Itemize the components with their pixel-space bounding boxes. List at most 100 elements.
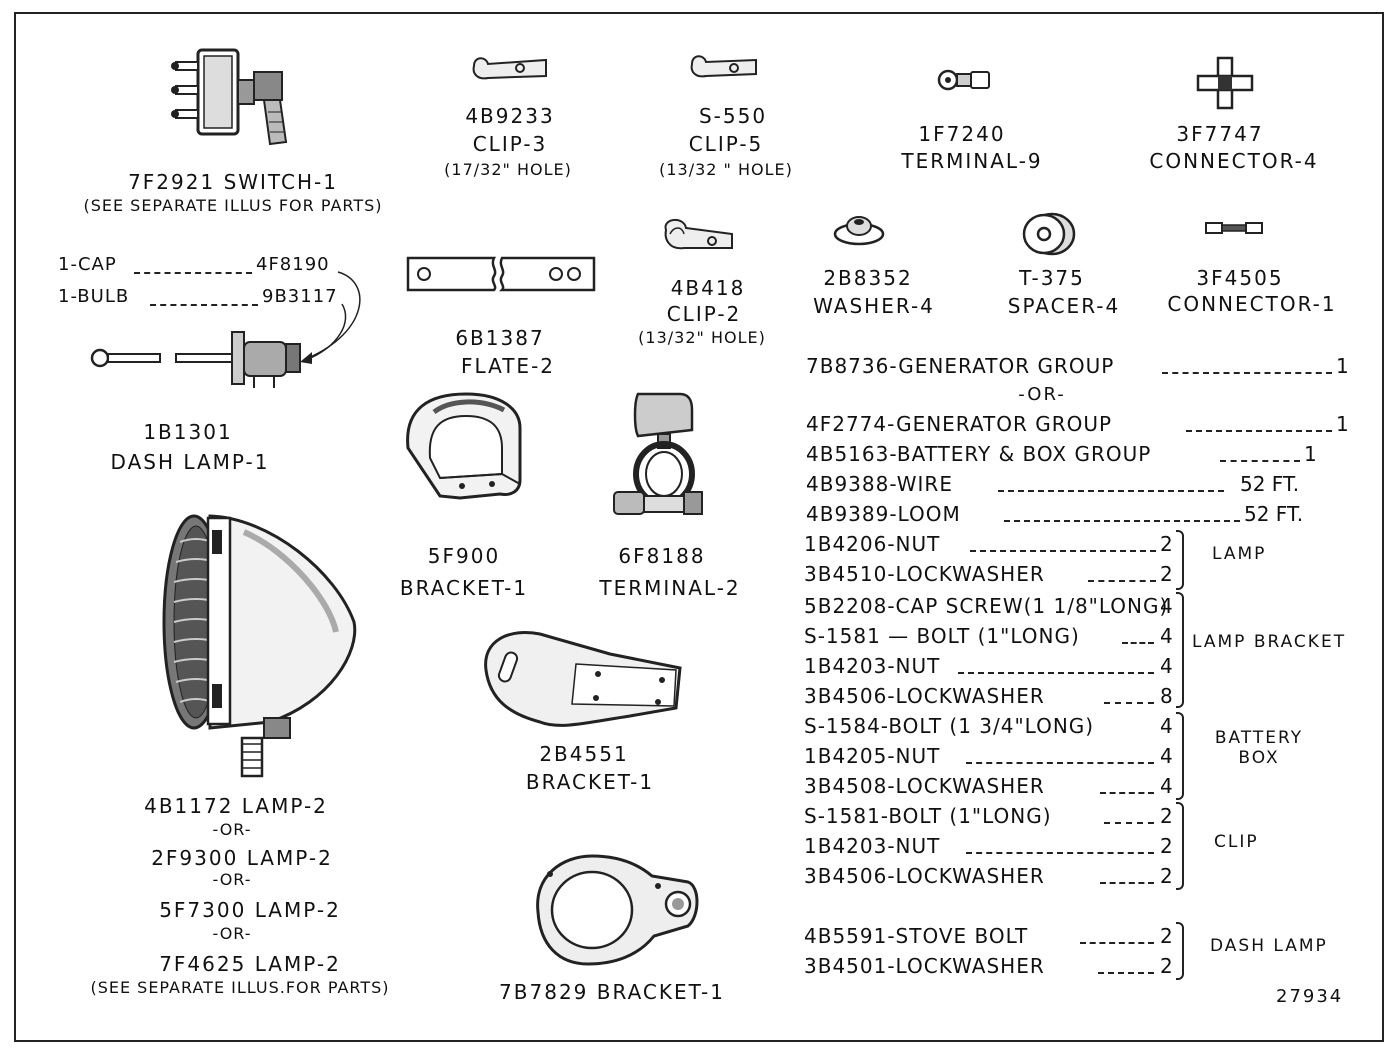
hardware-row: 1B4205-NUT: [804, 744, 941, 768]
leader-line: [958, 672, 1154, 674]
clip-icon: [470, 52, 550, 84]
cross-connector-icon: [1196, 56, 1256, 112]
washer-number: 2B8352: [823, 266, 913, 290]
bracket-icon: [400, 388, 530, 510]
cap-label: 1-CAP: [58, 254, 117, 275]
hardware-row: S-1581 — BOLT (1"LONG): [804, 624, 1080, 648]
battery-group: 4B5163-BATTERY & BOX GROUP: [806, 442, 1152, 466]
generator-group-1-qty: 1: [1336, 354, 1349, 378]
hardware-row: 1B4203-NUT: [804, 834, 941, 858]
dash-lamp-icon: [88, 262, 378, 392]
hardware-row-qty: 2: [1160, 562, 1173, 586]
reference-number: 27934: [1276, 986, 1344, 1007]
leader-line: [1104, 702, 1154, 704]
hardware-row-qty: 2: [1160, 532, 1173, 556]
clip2-number: 4B418: [670, 276, 746, 300]
leader-line: [1088, 580, 1156, 582]
leader-line: [1100, 882, 1154, 884]
or-separator: -OR-: [1018, 384, 1066, 405]
hardware-row-qty: 4: [1160, 624, 1173, 648]
plate-name: FLATE-2: [460, 354, 556, 378]
connector4-name: CONNECTOR-4: [1149, 149, 1319, 173]
hardware-row: 3B4501-LOCKWASHER: [804, 954, 1045, 978]
washer-icon: [832, 212, 886, 246]
headlamp-icon: [160, 512, 360, 782]
hardware-row-qty: 2: [1160, 954, 1173, 978]
battery-terminal-icon: [606, 388, 706, 524]
lamp-or: -OR-: [212, 924, 252, 943]
hardware-row-qty: 4: [1160, 594, 1173, 618]
loom: 4B9389-LOOM: [806, 502, 961, 526]
clip3-name: CLIP-3: [472, 132, 548, 156]
bracket2b4551-number: 2B4551: [539, 742, 629, 766]
leader-line: [1104, 822, 1154, 824]
generator-group-2: 4F2774-GENERATOR GROUP: [806, 412, 1113, 436]
hardware-row-qty: 4: [1160, 654, 1173, 678]
hardware-row: 1B4203-NUT: [804, 654, 941, 678]
hardware-row: S-1584-BOLT (1 3/4"LONG): [804, 714, 1095, 738]
terminal9-name: TERMINAL-9: [901, 149, 1043, 173]
hardware-row-qty: 4: [1160, 774, 1173, 798]
group-label: CLIP: [1214, 832, 1259, 852]
lamp-or: -OR-: [212, 870, 252, 889]
group-brace: [1176, 802, 1184, 890]
toggle-switch-icon: [171, 42, 300, 152]
group-label: BATTERY BOX: [1214, 728, 1304, 769]
bracket2b4551-name: BRACKET-1: [525, 770, 655, 794]
group-brace: [1176, 530, 1184, 590]
hardware-row-qty: 2: [1160, 864, 1173, 888]
clip3-hole: (17/32" HOLE): [444, 160, 572, 179]
hardware-row-qty: 2: [1160, 834, 1173, 858]
ring-bracket-icon: [528, 852, 704, 968]
leader-line: [134, 272, 252, 274]
leader-line: [150, 304, 258, 306]
wire: 4B9388-WIRE: [806, 472, 953, 496]
leader-line: [998, 490, 1224, 492]
leader-line: [966, 852, 1154, 854]
inline-connector-icon: [1204, 220, 1264, 236]
leader-line: [1122, 642, 1154, 644]
terminal-icon: [936, 68, 992, 92]
clip5-number: S-550: [698, 104, 768, 128]
leader-line: [1186, 430, 1332, 432]
group-label: DASH LAMP: [1210, 936, 1328, 956]
group-brace: [1176, 592, 1184, 708]
hardware-row: 3B4508-LOCKWASHER: [804, 774, 1045, 798]
hardware-row-qty: 8: [1160, 684, 1173, 708]
dashlamp-number: 1B1301: [143, 420, 233, 444]
group-label: LAMP BRACKET: [1192, 632, 1347, 652]
lamp-line: 7F4625 LAMP-2: [159, 952, 341, 976]
lamp-note: (SEE SEPARATE ILLUS.FOR PARTS): [90, 978, 390, 997]
hardware-row: 3B4510-LOCKWASHER: [804, 562, 1045, 586]
leader-line: [1162, 372, 1332, 374]
clip5-name: CLIP-5: [688, 132, 764, 156]
spacer-name: SPACER-4: [1007, 294, 1121, 318]
leader-line: [1080, 942, 1154, 944]
hardware-row: 1B4206-NUT: [804, 532, 941, 556]
page-frame: [14, 12, 1384, 1042]
leader-line: [1004, 520, 1240, 522]
terminal2-number: 6F8188: [618, 544, 706, 568]
group-brace: [1176, 922, 1184, 980]
hardware-row-qty: 4: [1160, 744, 1173, 768]
leader-line: [970, 550, 1156, 552]
bulb-label: 1-BULB: [58, 286, 130, 307]
washer-name: WASHER-4: [813, 294, 935, 318]
switch-label: 7F2921 SWITCH-1: [128, 170, 338, 194]
clip3-number: 4B9233: [465, 104, 555, 128]
clip5-hole: (13/32 " HOLE): [659, 160, 793, 179]
connector4-number: 3F7747: [1176, 122, 1264, 146]
hardware-row-qty: 2: [1160, 804, 1173, 828]
switch-note: (SEE SEPARATE ILLUS FOR PARTS): [83, 196, 383, 215]
terminal9-number: 1F7240: [918, 122, 1006, 146]
connector1-name: CONNECTOR-1: [1167, 292, 1337, 316]
connector1-number: 3F4505: [1196, 266, 1284, 290]
group-label: LAMP: [1212, 544, 1267, 564]
bracket-icon: [480, 626, 690, 732]
spacer-number: T-375: [1019, 266, 1085, 290]
terminal2-name: TERMINAL-2: [599, 576, 741, 600]
lamp-line: 5F7300 LAMP-2: [159, 898, 341, 922]
cap-number: 4F8190: [256, 254, 330, 275]
wire-qty: 52 FT.: [1240, 472, 1300, 496]
spacer-icon: [1022, 212, 1078, 256]
